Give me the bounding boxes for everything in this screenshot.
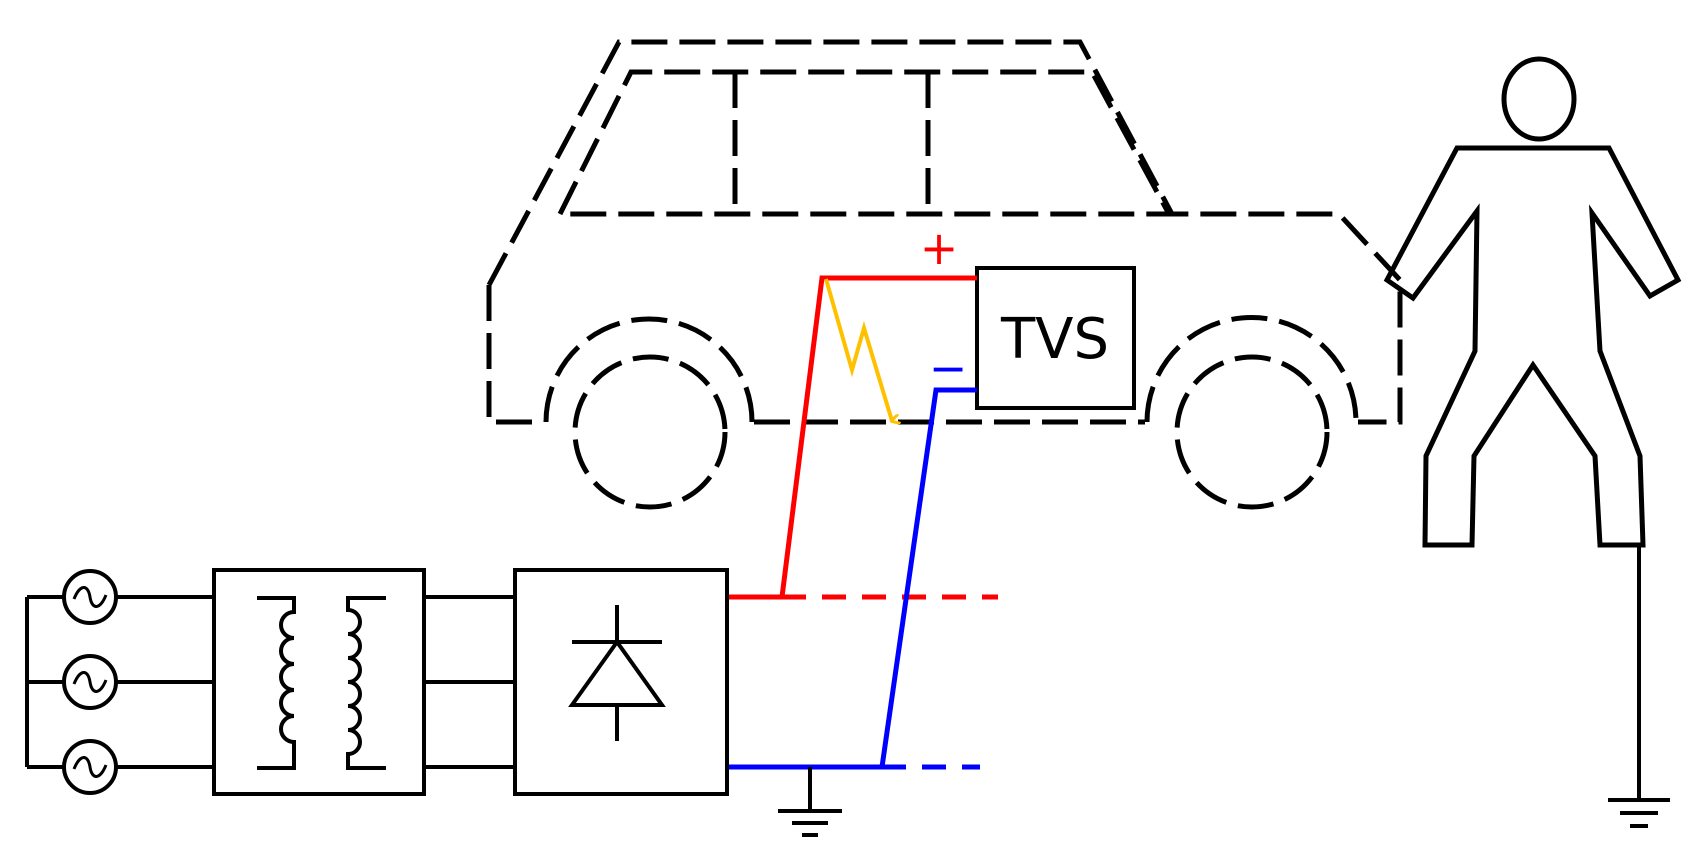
car-outline [486, 39, 1403, 510]
plus-sign: + [920, 221, 959, 275]
person-outline [1383, 56, 1682, 548]
rear-wheel-arch [543, 316, 755, 423]
person-body [1383, 145, 1682, 548]
negative-conductor [727, 387, 980, 770]
car-windows [555, 69, 1174, 217]
fault-current-arrow [824, 278, 892, 421]
positive-conductor [727, 275, 998, 600]
person-ground-icon [1608, 545, 1670, 828]
rear-wheel [572, 354, 728, 510]
rectifier [513, 568, 729, 796]
negative-wire [727, 387, 977, 770]
tvs-box [975, 266, 1136, 410]
front-wheel-arch [1144, 315, 1359, 423]
car-roof [486, 39, 1403, 425]
ac-sources [25, 569, 214, 795]
ac-source-1-icon [62, 569, 118, 625]
front-wheel [1174, 354, 1330, 510]
ac-source-2-icon [62, 654, 118, 710]
ac-source-3-icon [62, 739, 118, 795]
rectifier-box [513, 568, 729, 796]
transformer [212, 568, 515, 796]
transformer-box [212, 568, 426, 796]
tvs-device: TVS [975, 266, 1136, 410]
minus-sign: − [929, 341, 968, 395]
positive-wire [727, 275, 977, 600]
transformer-icon [257, 596, 386, 770]
supply-ground-icon [778, 767, 842, 837]
tvs-label: TVS [1000, 307, 1109, 372]
diode-icon [568, 605, 666, 741]
car-rear-body [486, 285, 544, 425]
person-head [1501, 56, 1577, 142]
